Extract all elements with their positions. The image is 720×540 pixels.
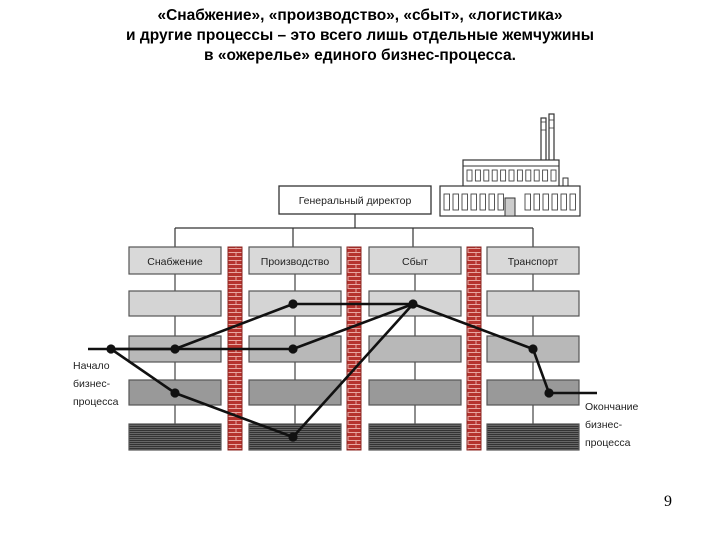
department-headers: Снабжение Производство Сбыт Транспорт [128, 246, 580, 275]
end-label: Окончание бизнес- процесса [585, 401, 638, 449]
factory-window [560, 193, 567, 211]
process-node [288, 432, 298, 442]
title-line-1: «Снабжение», «производство», «сбыт», «ло… [157, 7, 563, 24]
factory-window [470, 193, 477, 211]
factory-window [466, 169, 473, 182]
title-line-3: в «ожерелье» единого бизнес-процесса. [204, 47, 516, 64]
process-node [170, 388, 180, 398]
dept-label-sales: Сбыт [402, 256, 428, 268]
slide-title: «Снабжение», «производство», «сбыт», «ло… [0, 6, 720, 66]
factory-window [461, 193, 468, 211]
process-nodes [106, 299, 554, 442]
process-block [128, 379, 222, 406]
factory-window [551, 193, 558, 211]
start-label: Начало бизнес- процесса [73, 360, 119, 408]
process-block [368, 423, 462, 451]
factory-window [550, 169, 557, 182]
factory-window [524, 193, 531, 211]
process-node [106, 344, 116, 354]
process-block [128, 290, 222, 317]
factory-window [542, 193, 549, 211]
director-box: Генеральный директор [278, 185, 432, 215]
end-label-line-3: процесса [585, 437, 631, 449]
factory-window [488, 193, 495, 211]
process-block [368, 335, 462, 363]
factory-window [491, 169, 498, 182]
dept-label-production: Производство [261, 256, 330, 268]
factory-window [443, 193, 450, 211]
factory-window [542, 169, 549, 182]
factory-window [533, 193, 540, 211]
process-node [528, 344, 538, 354]
factory-icon [439, 113, 581, 217]
factory-window [452, 193, 459, 211]
factory-window [500, 169, 507, 182]
page-number: 9 [664, 493, 672, 510]
factory-window [569, 193, 576, 211]
factory-window [533, 169, 540, 182]
process-path-2 [110, 303, 414, 439]
process-node [408, 299, 418, 309]
process-block [128, 423, 222, 451]
process-block [248, 379, 342, 406]
factory-window [483, 169, 490, 182]
process-paths [88, 302, 597, 439]
process-block [486, 423, 580, 451]
brick-wall [346, 246, 362, 451]
process-block [248, 423, 342, 451]
process-node [544, 388, 554, 398]
dept-label-supply: Снабжение [147, 256, 203, 268]
start-label-line-3: процесса [73, 396, 119, 408]
factory-window [474, 169, 481, 182]
factory-window [497, 193, 504, 211]
dept-label-transport: Транспорт [508, 256, 559, 268]
process-node [288, 299, 298, 309]
factory-window [525, 169, 532, 182]
brick-wall [466, 246, 482, 451]
process-block [486, 290, 580, 317]
factory-window [479, 193, 486, 211]
process-block [368, 379, 462, 406]
start-label-line-1: Начало [73, 360, 110, 372]
process-node [170, 344, 180, 354]
end-label-line-1: Окончание [585, 401, 638, 413]
start-label-line-2: бизнес- [73, 378, 111, 390]
director-label: Генеральный директор [299, 195, 412, 207]
factory-window [516, 169, 523, 182]
factory-window [508, 169, 515, 182]
process-node [288, 344, 298, 354]
org-connectors [174, 214, 534, 247]
title-line-2: и другие процессы – это всего лишь отдел… [126, 27, 594, 44]
end-label-line-2: бизнес- [585, 419, 623, 431]
